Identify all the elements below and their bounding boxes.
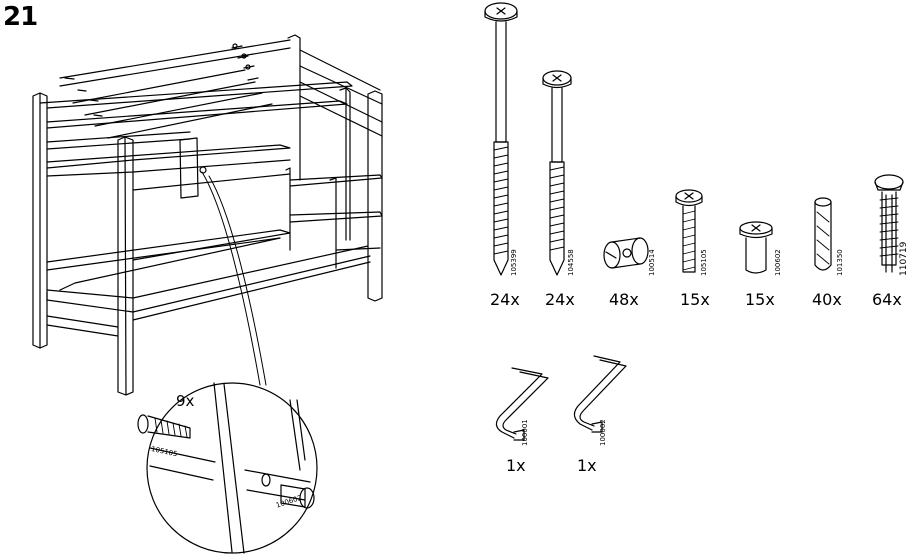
part-quantity: 24x: [490, 290, 520, 309]
part-quantity: 15x: [745, 290, 775, 309]
part-code: 110719: [899, 241, 909, 276]
step-number: 21: [3, 2, 38, 32]
part-code: 100602: [774, 249, 782, 276]
part-quantity: 64x: [872, 290, 902, 309]
tool-quantity: 1x: [506, 456, 526, 475]
part-code: 105399: [510, 249, 518, 276]
tool-code: 100001: [521, 419, 529, 446]
detail-zoom: [137, 382, 318, 554]
part-quantity: 48x: [609, 290, 639, 309]
part-quantity: 15x: [680, 290, 710, 309]
part-quantity: 24x: [545, 290, 575, 309]
tool-quantity: 1x: [577, 456, 597, 475]
detail-quantity: 9x: [176, 392, 195, 410]
part-code: 104558: [567, 249, 575, 276]
part-code: 105105: [700, 249, 708, 276]
tool-code: 100002: [599, 419, 607, 446]
bunk-bed-illustration: [32, 34, 383, 396]
part-code: 100514: [648, 249, 656, 276]
parts-icons: [484, 2, 904, 441]
part-code: 101350: [836, 249, 844, 276]
part-quantity: 40x: [812, 290, 842, 309]
